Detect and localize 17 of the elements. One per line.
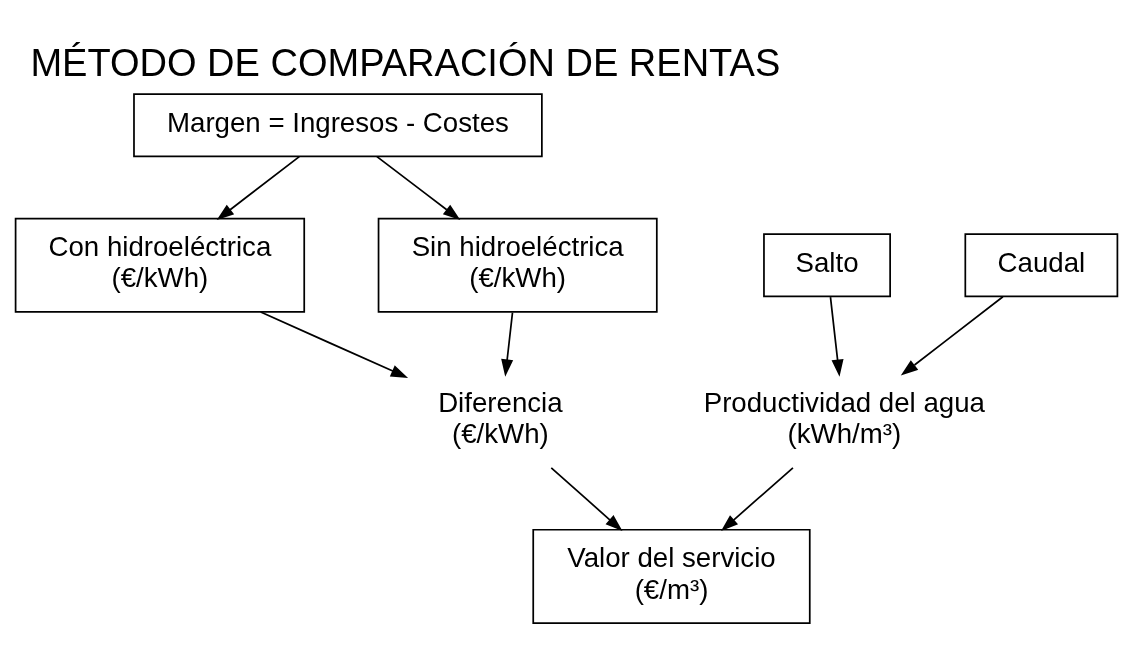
node-text: Productividad del agua (kWh/m³)	[703, 386, 985, 449]
arrow	[829, 296, 844, 377]
arrow	[376, 155, 461, 220]
arrow	[259, 311, 409, 378]
node-box: Margen = Ingresos - Costes	[133, 93, 543, 158]
arrow	[550, 466, 623, 532]
node-box: Valor del servicio (€/m³)	[532, 528, 811, 624]
diagram-title: MÉTODO DE COMPARACIÓN DE RENTAS	[30, 42, 781, 85]
arrow	[501, 311, 514, 377]
arrow	[216, 155, 301, 221]
node-box: Caudal	[964, 233, 1119, 298]
node-text: Diferencia (€/kWh)	[438, 386, 563, 449]
arrow	[900, 295, 1004, 376]
node-box: Sin hidroeléctrica (€/kWh)	[377, 217, 658, 313]
arrow	[721, 466, 794, 532]
node-box: Con hidroeléctrica (€/kWh)	[14, 217, 306, 313]
node-box: Salto	[763, 233, 891, 298]
